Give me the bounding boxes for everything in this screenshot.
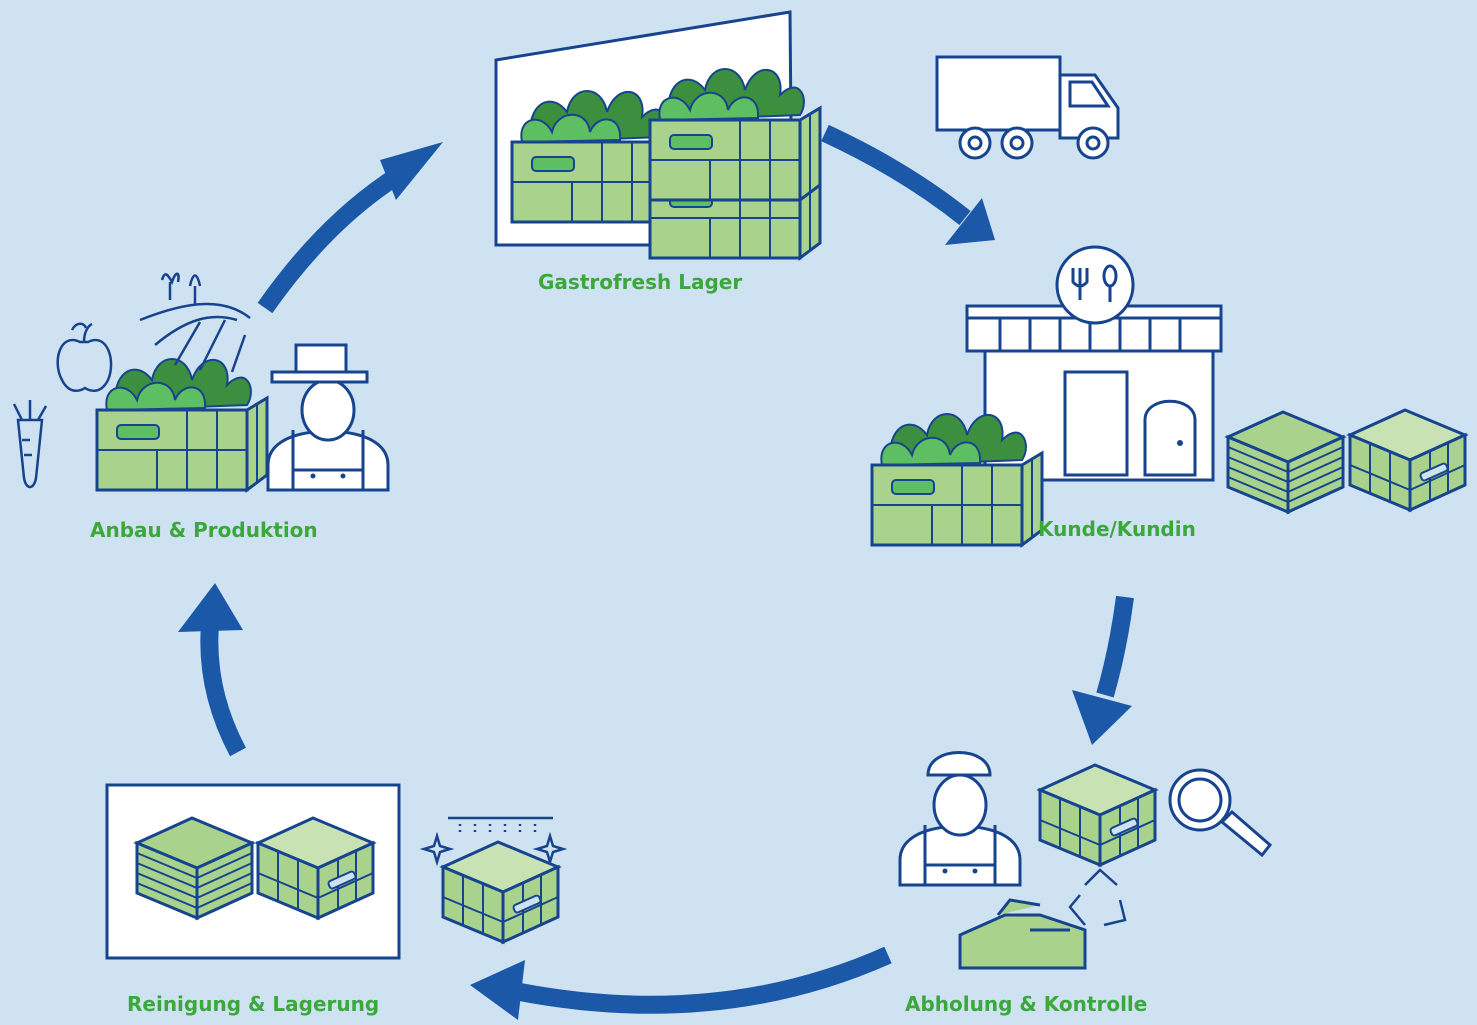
label-reinigung: Reinigung & Lagerung — [127, 992, 380, 1016]
label-abholung: Abholung & Kontrolle — [905, 992, 1148, 1016]
cycle-arrows — [178, 124, 1134, 1020]
magnifier-icon — [1168, 768, 1273, 858]
label-kunde: Kunde/Kundin — [1038, 517, 1196, 541]
anbau-illustration — [12, 272, 390, 492]
arrow-abholung-to-reinigung-head — [470, 960, 525, 1020]
kunde-veg-crate — [870, 412, 1044, 547]
worker-cap-icon — [926, 751, 992, 777]
farmer-hat-icon — [270, 343, 369, 384]
arrow-anbau-to-lager — [257, 160, 415, 314]
kunde-stacked-crates — [1226, 410, 1345, 514]
lager-illustration — [494, 10, 822, 260]
arrow-anbau-to-lager-head — [380, 142, 443, 200]
label-lager: Gastrofresh Lager — [538, 270, 743, 294]
restaurant-icon — [965, 245, 1223, 482]
door-knob — [1177, 440, 1183, 446]
sprinkler-icon — [419, 816, 568, 867]
apple-icon — [56, 322, 113, 392]
truck-icon — [935, 55, 1120, 160]
carrot-icon — [12, 400, 48, 489]
reinigung-illustration — [105, 783, 568, 960]
kunde-empty-crate — [1348, 408, 1467, 512]
arrow-reinigung-to-anbau-head — [178, 583, 243, 632]
arrow-lager-to-kunde-head — [945, 198, 995, 245]
arrow-kunde-to-abholung-head — [1072, 690, 1132, 745]
arrow-kunde-to-abholung — [1096, 595, 1134, 698]
field-icon — [139, 272, 251, 373]
broken-crate-icon — [958, 898, 1087, 970]
arrow-lager-to-kunde — [821, 124, 971, 226]
arrow-reinigung-to-anbau — [200, 624, 246, 757]
label-anbau: Anbau & Produktion — [90, 518, 318, 542]
recycle-icon — [1068, 868, 1127, 927]
arrow-abholung-to-reinigung — [518, 946, 892, 1014]
abholung-illustration — [898, 751, 1273, 970]
